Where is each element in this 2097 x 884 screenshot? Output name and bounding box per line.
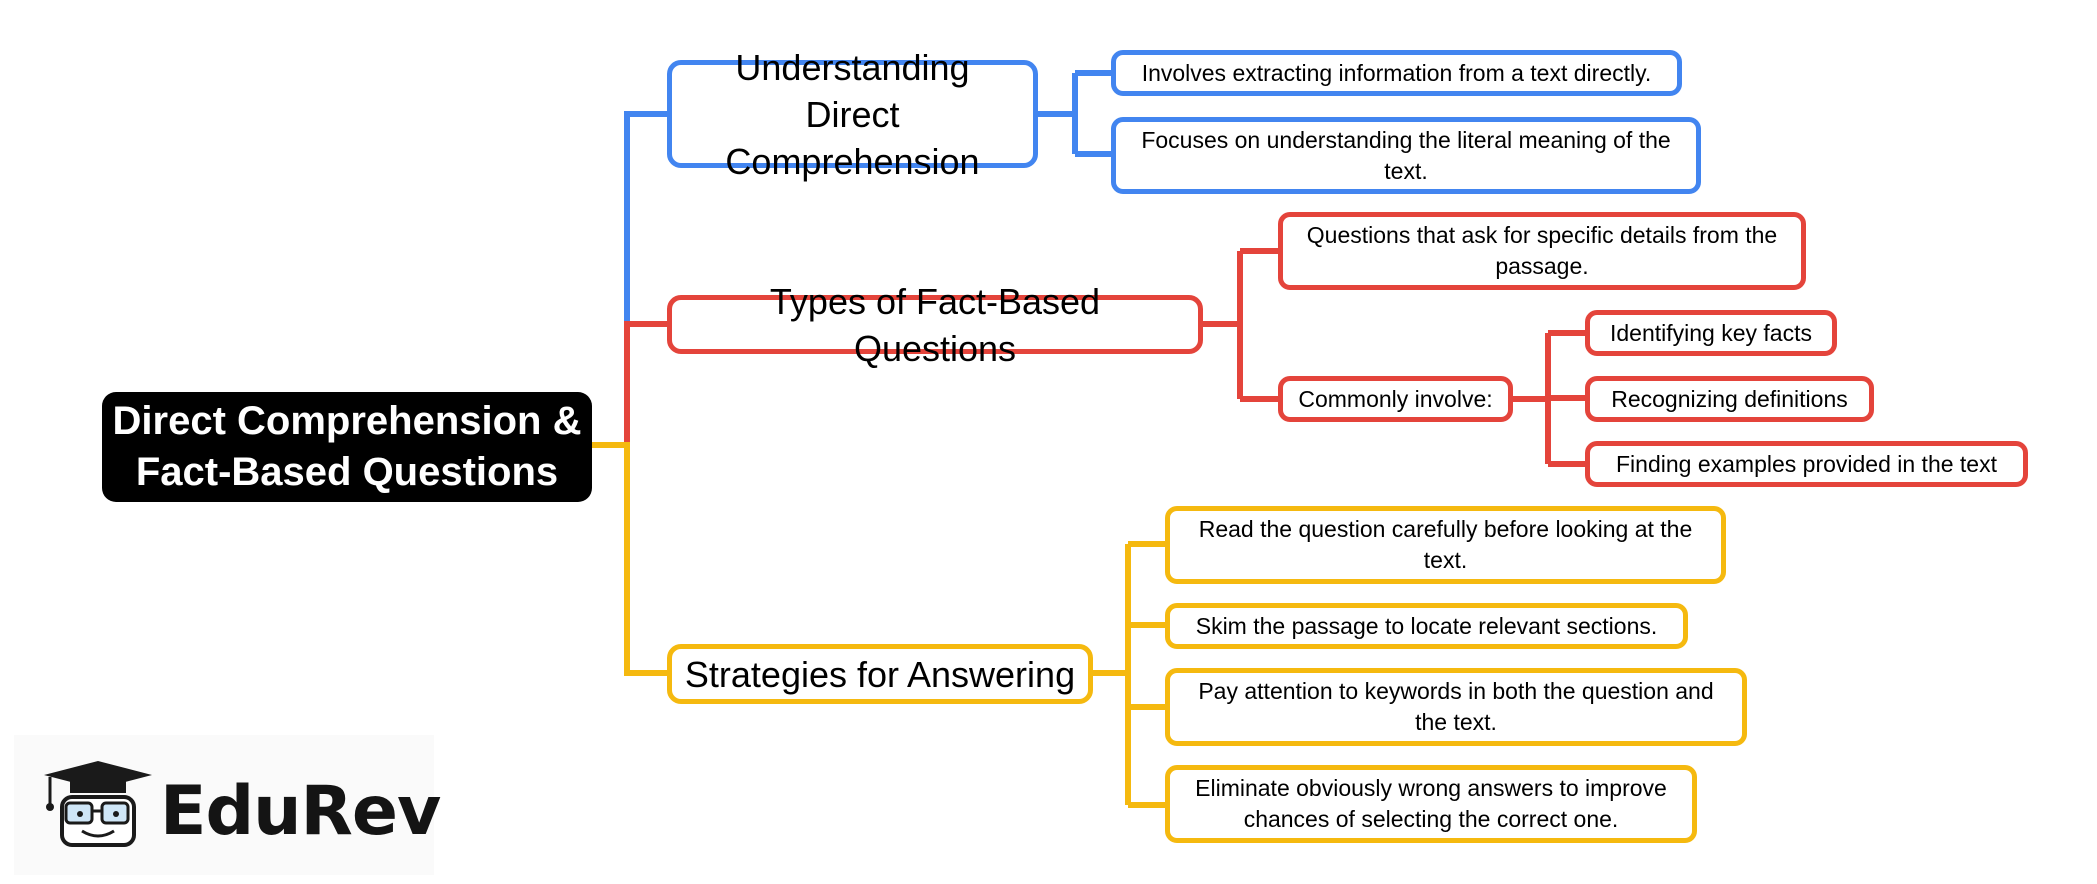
leaf-skim-passage: Skim the passage to locate relevant sect… [1165,603,1688,649]
leaf-specific-details: Questions that ask for specific details … [1278,212,1806,290]
leaf-involves-extracting: Involves extracting information from a t… [1111,50,1682,96]
connector-root-yellow [590,442,668,676]
leaf-text: Skim the passage to locate relevant sect… [1195,612,1658,639]
branch-strategies-for-answering: Strategies for Answering [667,644,1093,704]
leaf-finding-examples: Finding examples provided in the text [1585,441,2028,487]
connector-root-blue [624,111,668,445]
connector-blue-children [1033,70,1112,157]
branch-label-line2: Comprehension [725,140,980,182]
leaf-identifying-key-facts: Identifying key facts [1585,310,1837,356]
branch-label: Strategies for Answering [684,653,1076,695]
leaf-text: Finding examples provided in the text [1616,450,1997,477]
leaf-text-line1: Focuses on understanding the literal mea… [1141,126,1671,153]
leaf-text-line2: text. [1423,547,1468,573]
leaf-text-line2: the text. [1415,709,1497,735]
root-node: Direct Comprehension & Fact-Based Questi… [102,392,592,502]
root-title-line2: Fact-Based Questions [135,450,559,494]
branch-understanding-direct-comprehension: Understanding Direct Comprehension [667,47,1038,182]
edurev-logo: EduRev [14,735,441,875]
leaf-eliminate-wrong-answers: Eliminate obviously wrong answers to imp… [1165,765,1697,843]
leaf-text-line1: Questions that ask for specific details … [1306,222,1778,248]
leaf-text: Identifying key facts [1610,319,1812,346]
leaf-read-question-carefully: Read the question carefully before looki… [1165,506,1726,584]
logo-wordmark: EduRev [160,772,441,851]
graduation-cap-mascot-icon [44,761,152,847]
connector-root-red [590,321,668,448]
leaf-focuses-literal-meaning: Focuses on understanding the literal mea… [1111,117,1701,194]
leaf-text-line1: Read the question carefully before looki… [1198,516,1693,542]
connector-yellow-children [1088,541,1166,808]
branch-types-of-fact-based-questions: Types of Fact-Based Questions [667,281,1203,369]
leaf-commonly-involve: Commonly involve: [1278,376,1513,422]
leaf-recognizing-definitions: Recognizing definitions [1585,376,1874,422]
connector-red-children [1198,248,1279,402]
root-title-line1: Direct Comprehension & [112,399,582,443]
leaf-text-line1: Eliminate obviously wrong answers to imp… [1195,775,1667,801]
leaf-text-line2: passage. [1495,253,1589,279]
leaf-text-line2: text. [1384,157,1428,184]
branch-label: Types of Fact-Based Questions [769,280,1101,369]
leaf-text: Commonly involve: [1298,385,1493,412]
leaf-text-line1: Pay attention to keywords in both the qu… [1198,678,1714,704]
branch-label-line1: Understanding Direct [735,46,970,135]
leaf-text: Involves extracting information from a t… [1141,59,1652,86]
leaf-text-line2: chances of selecting the correct one. [1243,806,1619,832]
leaf-text: Recognizing definitions [1611,385,1848,412]
connector-red-grandchildren [1508,330,1586,467]
leaf-pay-attention-keywords: Pay attention to keywords in both the qu… [1165,668,1747,746]
